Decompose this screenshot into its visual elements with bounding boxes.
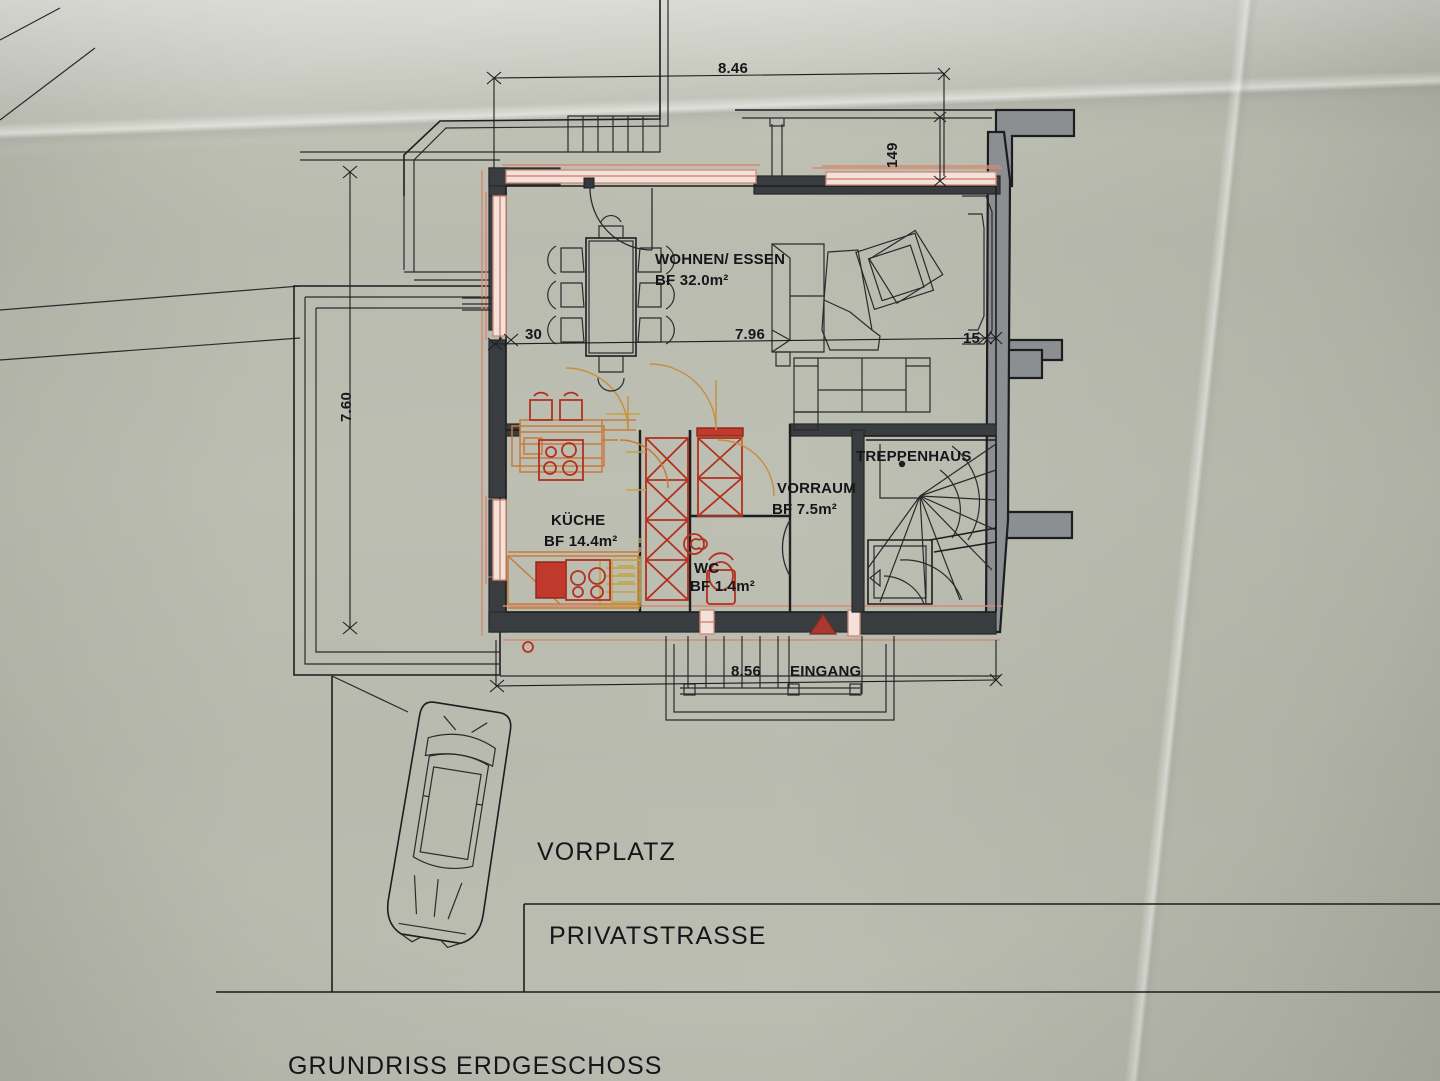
room-area-wohnen-essen: BF 32.0m² (655, 272, 729, 289)
room-area-wc: BF 1.4m² (690, 578, 755, 595)
room-label-wc: WC (694, 560, 720, 577)
dimension-right-149: 149 (884, 142, 901, 168)
dimension-top-overall: 8.46 (718, 60, 748, 77)
dimension-interior-15: 15 (963, 330, 981, 347)
room-label-treppenhaus: TREPPENHAUS (856, 448, 972, 465)
dimension-interior-796: 7.96 (735, 326, 765, 343)
label-vorplatz: VORPLATZ (537, 838, 676, 866)
dimension-interior-30: 30 (525, 326, 543, 343)
dimension-left-overall: 7.60 (338, 392, 355, 422)
label-privatstrasse: PRIVATSTRASSE (549, 922, 767, 950)
room-label-vorraum: VORRAUM (777, 480, 856, 497)
room-label-kueche: KÜCHE (551, 512, 606, 529)
plan-title: GRUNDRISS ERDGESCHOSS (288, 1052, 663, 1080)
room-area-kueche: BF 14.4m² (544, 533, 618, 550)
dimension-bottom-856: 8.56 (731, 663, 761, 680)
label-eingang: EINGANG (790, 663, 862, 680)
room-area-vorraum: BF 7.5m² (772, 501, 837, 518)
room-label-wohnen-essen: WOHNEN/ ESSEN (655, 251, 786, 268)
